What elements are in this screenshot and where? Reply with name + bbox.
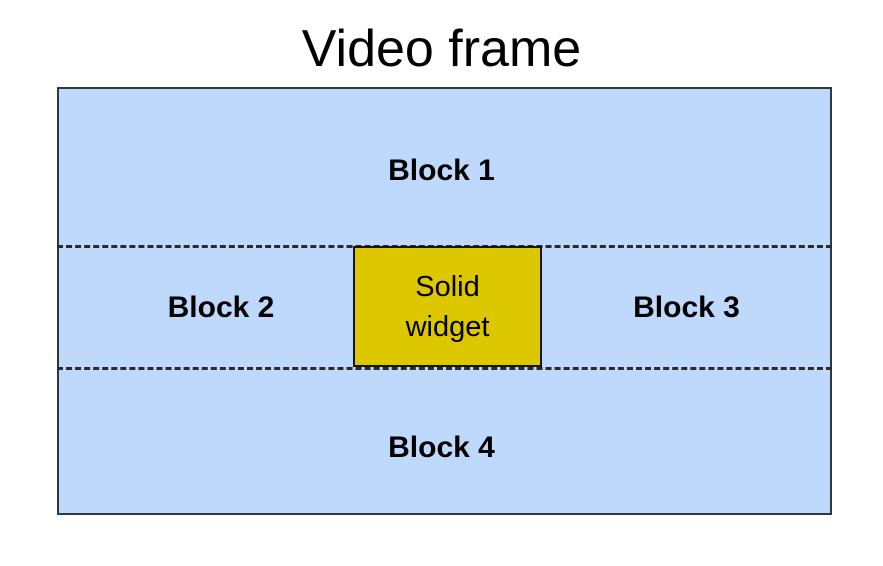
solid-widget-box: Solid widget: [353, 246, 542, 367]
solid-widget-label: Solid widget: [405, 270, 490, 343]
block-4-label: Block 4: [388, 431, 495, 464]
block-2-label: Block 2: [167, 291, 275, 324]
block-1-label: Block 1: [388, 154, 495, 187]
block-3-label: Block 3: [633, 291, 740, 324]
divider-line-bottom: [57, 367, 832, 370]
page-title: Video frame: [301, 20, 582, 78]
